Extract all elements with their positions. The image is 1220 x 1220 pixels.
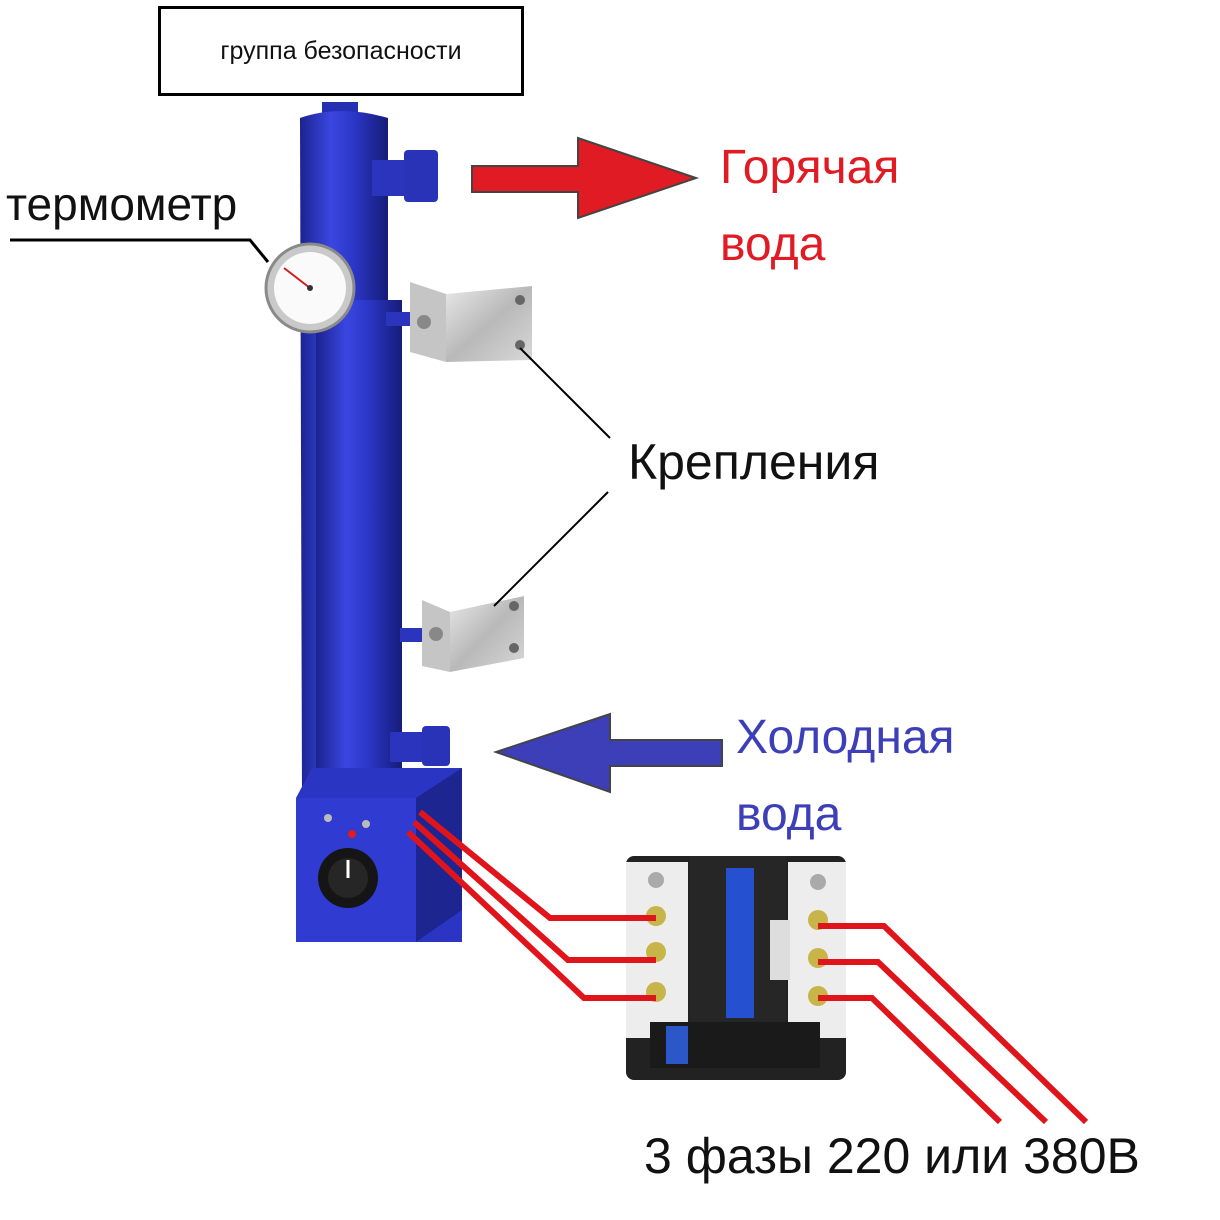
thermometer-leader-line — [10, 238, 270, 263]
hot-water-label-line2: вода — [720, 217, 826, 271]
cold-water-label-line1: Холодная — [736, 711, 955, 764]
bracket-upper — [386, 282, 532, 362]
arrow-right-icon — [471, 136, 700, 220]
hot-water-label-line1: Горячая — [720, 141, 900, 194]
mount-leader-line-lower — [493, 491, 609, 607]
bracket-lower — [400, 596, 524, 672]
hot-water-label: Горячая вода — [720, 130, 899, 284]
supply-wires — [818, 923, 1089, 1125]
safety-group-label: группа безопасности — [220, 36, 462, 65]
power-supply-label: 3 фазы 220 или 380В — [644, 1128, 1140, 1184]
safety-group-box: группа безопасности — [158, 6, 524, 96]
mount-leader-line-upper — [519, 347, 611, 439]
contactor-icon — [626, 856, 846, 1080]
boiler-body — [296, 102, 462, 942]
thermometer-dial-icon — [264, 242, 356, 334]
arrow-left-icon — [492, 712, 723, 794]
mounts-label: Крепления — [628, 434, 880, 490]
input-wires — [405, 809, 656, 1001]
cold-water-label: Холодная вода — [736, 700, 955, 854]
cold-water-label-line2: вода — [736, 787, 842, 841]
thermostat-knob-icon — [318, 814, 378, 908]
thermometer-label: термометр — [6, 178, 238, 230]
